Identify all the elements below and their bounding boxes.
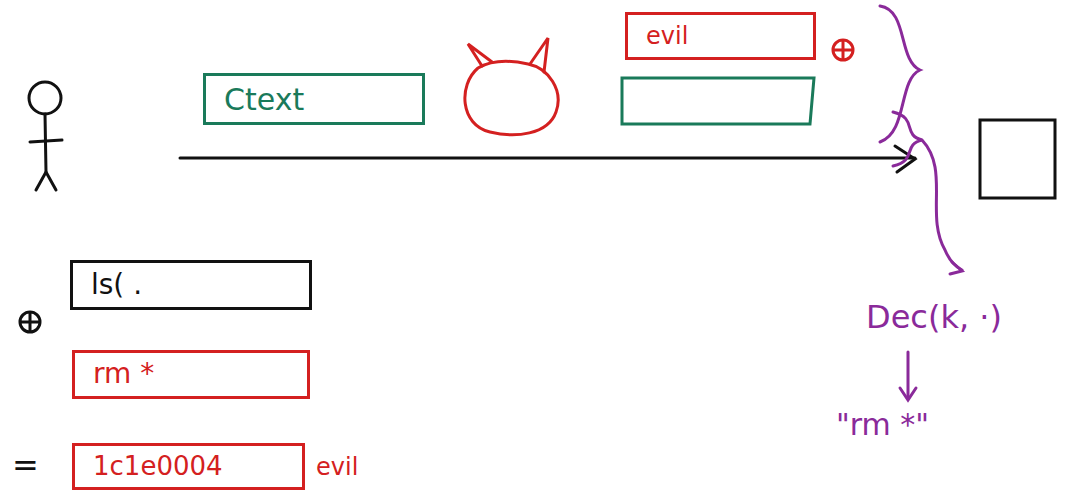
xor-result-box: 1c1e0004evil	[72, 443, 305, 490]
box-text: Ctext	[224, 83, 304, 116]
side-note: evil	[316, 453, 358, 479]
evil-box: evil	[625, 12, 816, 60]
box-text: rm *	[93, 359, 154, 390]
person-figure	[29, 82, 62, 190]
xor-symbol	[20, 312, 40, 332]
box-text: ls( .	[91, 270, 142, 301]
channel-arrow	[180, 146, 915, 172]
equals-sign: =	[12, 448, 39, 483]
result-label: "rm *"	[836, 408, 929, 441]
receiver-box	[980, 120, 1055, 198]
attacker-devil	[465, 38, 558, 135]
decrypt-arrow	[900, 352, 916, 400]
combine-brace	[880, 6, 962, 274]
decrypt-label: Dec(k, ·)	[866, 300, 1002, 335]
box-text: 1c1e0004	[93, 452, 223, 481]
xor-symbol	[833, 40, 853, 60]
box-text: evil	[646, 23, 688, 49]
target-box: rm *	[72, 350, 310, 399]
ciphertext-box	[622, 78, 814, 124]
plaintext-box: ls( .	[70, 260, 312, 310]
ciphertext-box: Ctext	[203, 73, 425, 125]
